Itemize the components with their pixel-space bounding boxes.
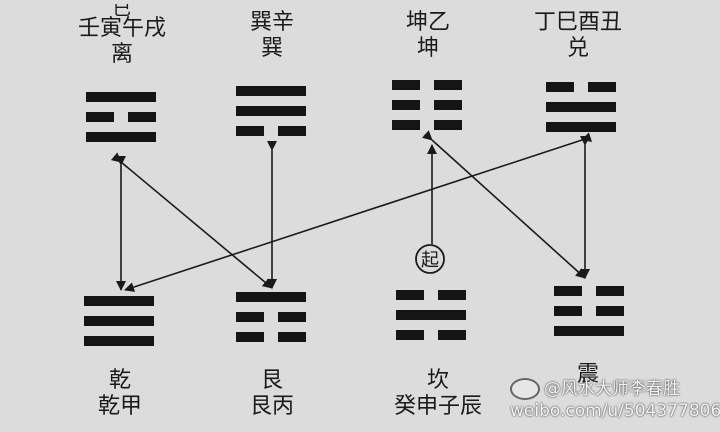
label-gen-name: 艮 — [260, 368, 283, 393]
trigram-li — [86, 92, 156, 142]
label-dui-stems: 丁巳酉丑 — [533, 10, 622, 35]
trigram-line — [236, 86, 306, 96]
trigram-line — [392, 100, 420, 110]
trigram-line — [278, 332, 306, 342]
trigram-dui — [546, 82, 616, 132]
watermark-handle: @风水大师李春胜 — [544, 379, 680, 399]
label-qian-stems: 乾甲 — [97, 394, 142, 419]
trigram-line — [128, 112, 156, 122]
trigram-line — [546, 102, 616, 112]
trigram-line — [84, 316, 154, 326]
trigram-line — [596, 286, 624, 296]
trigram-line — [392, 120, 420, 130]
trigram-line — [278, 126, 306, 136]
trigram-line — [86, 92, 156, 102]
trigram-line — [86, 132, 156, 142]
label-xun-name: 巽 — [260, 36, 283, 61]
weibo-logo-icon — [510, 378, 540, 400]
trigram-line — [588, 82, 616, 92]
label-gen: 艮 艮丙 — [202, 368, 342, 420]
trigram-line — [554, 326, 624, 336]
trigram-line — [554, 286, 582, 296]
trigram-kun — [392, 80, 462, 130]
label-gen-stems: 艮丙 — [249, 394, 294, 419]
trigram-kan — [396, 290, 466, 340]
label-li: 巳 壬寅午戌 离 — [52, 4, 192, 68]
trigram-line — [554, 306, 582, 316]
trigram-line — [84, 296, 154, 306]
trigram-line — [236, 126, 264, 136]
label-li-top: 巳 — [113, 4, 131, 16]
label-xun-stems: 巽辛 — [249, 10, 294, 35]
trigram-line — [546, 82, 574, 92]
start-marker: 起 — [415, 244, 445, 274]
trigram-zhen — [554, 286, 624, 336]
trigram-line — [236, 332, 264, 342]
trigram-qian — [84, 296, 154, 346]
label-dui: 丁巳酉丑 兑 — [508, 10, 648, 62]
trigram-xun — [236, 86, 306, 136]
trigram-line — [438, 290, 466, 300]
label-kun-stems: 坤乙 — [405, 10, 450, 35]
label-xun: 巽辛 巽 — [202, 10, 342, 62]
trigram-line — [438, 330, 466, 340]
trigram-line — [236, 292, 306, 302]
watermark-url: weibo.com/u/5043778062 — [510, 401, 720, 421]
arrow-dui-qian — [124, 132, 593, 292]
label-zhen: 震 — [518, 362, 658, 388]
label-kan: 坎 癸申子辰 — [368, 368, 508, 420]
trigram-line — [236, 312, 264, 322]
trigram-gen — [236, 292, 306, 342]
label-qian-name: 乾 — [108, 368, 131, 393]
label-kan-stems: 癸申子辰 — [393, 394, 482, 419]
trigram-line — [278, 312, 306, 322]
trigram-line — [84, 336, 154, 346]
watermark: @风水大师李春胜 weibo.com/u/5043778062 — [510, 378, 720, 422]
label-li-stems: 壬寅午戌 — [77, 16, 166, 41]
trigram-line — [392, 80, 420, 90]
trigram-line — [596, 306, 624, 316]
trigram-line — [236, 106, 306, 116]
trigram-line — [86, 112, 114, 122]
start-marker-text: 起 — [421, 250, 439, 271]
trigram-line — [546, 122, 616, 132]
trigram-line — [396, 310, 466, 320]
arrow-li-gen — [110, 152, 273, 289]
label-dui-name: 兑 — [566, 36, 589, 61]
label-kan-name: 坎 — [426, 368, 449, 393]
arrow-kun-zhen — [421, 130, 586, 279]
trigram-line — [396, 330, 424, 340]
label-zhen-name: 震 — [576, 362, 599, 387]
trigram-line — [434, 120, 462, 130]
trigram-line — [396, 290, 424, 300]
label-li-name: 离 — [110, 42, 133, 67]
trigram-line — [434, 100, 462, 110]
label-kun-name: 坤 — [416, 36, 439, 61]
label-kun: 坤乙 坤 — [358, 10, 498, 62]
trigram-line — [434, 80, 462, 90]
label-qian: 乾 乾甲 — [50, 368, 190, 420]
